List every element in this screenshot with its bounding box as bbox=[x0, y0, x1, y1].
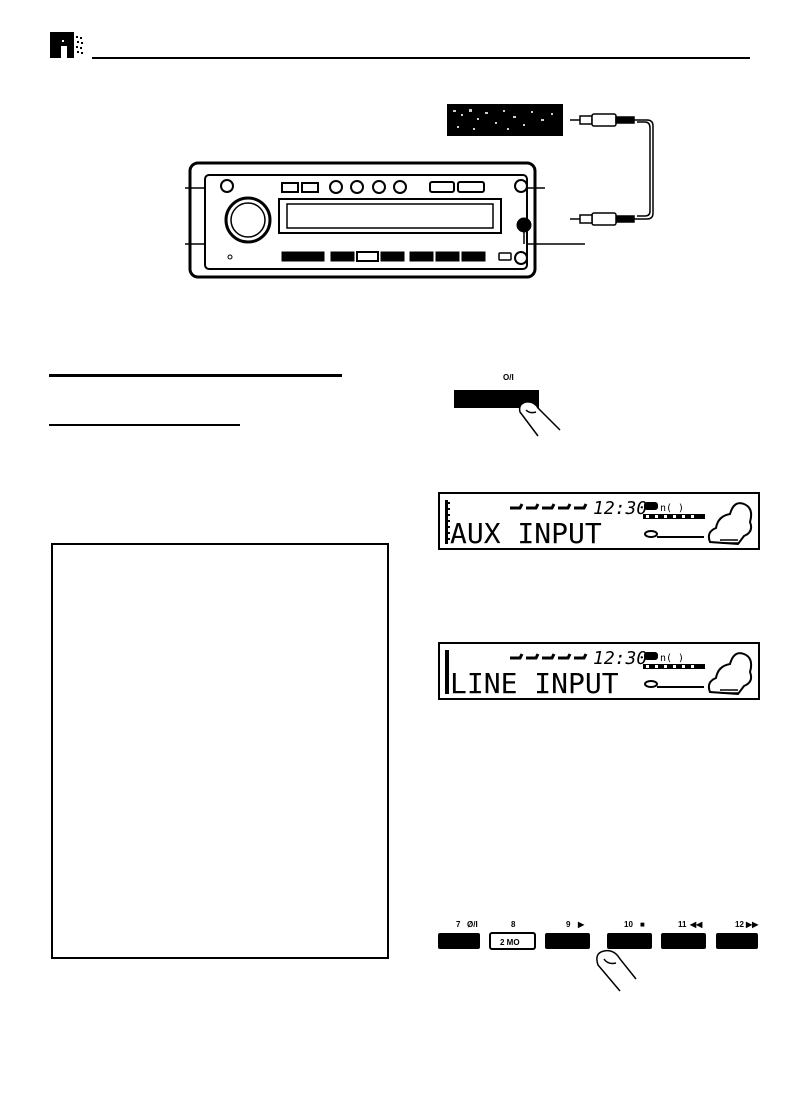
power-button-label: O/I bbox=[503, 373, 514, 382]
note-box bbox=[51, 543, 389, 959]
power-button-figure: O/I bbox=[454, 373, 561, 437]
display-line-input: 12:30 n( ) LINE INPUT bbox=[438, 642, 760, 700]
section-marker-icon bbox=[50, 32, 83, 58]
preset-buttons-figure: 7 Ø/I 8 2 MO 9 ▶ 10 ■ 11 ◀◀ 12 ▶▶ bbox=[438, 920, 759, 992]
svg-text:8: 8 bbox=[511, 920, 516, 929]
svg-text:11: 11 bbox=[678, 920, 687, 929]
display-text: LINE INPUT bbox=[450, 667, 619, 700]
cloud-graphic-icon bbox=[707, 652, 753, 696]
power-button[interactable] bbox=[454, 390, 539, 408]
svg-text:9: 9 bbox=[566, 920, 571, 929]
svg-text:◀◀: ◀◀ bbox=[689, 920, 703, 929]
car-stereo-head-unit-icon bbox=[185, 161, 585, 279]
svg-text:Ø/I: Ø/I bbox=[467, 920, 478, 929]
display-text: AUX INPUT bbox=[450, 517, 602, 550]
connection-diagram bbox=[185, 104, 654, 279]
tuner-dot-icon bbox=[644, 530, 658, 538]
svg-text:▶: ▶ bbox=[577, 920, 585, 929]
segment-indicators-icon bbox=[510, 503, 588, 510]
level-meter-icon bbox=[445, 650, 449, 694]
external-component-icon bbox=[447, 104, 563, 136]
preset-button-10[interactable]: 10 ■ bbox=[607, 920, 652, 949]
preset-button-11[interactable]: 11 ◀◀ bbox=[661, 920, 706, 949]
stereo-mini-plug-cable-icon bbox=[570, 113, 654, 226]
heading-rule bbox=[49, 374, 342, 377]
display-aux-input: 12:30 n( ) AUX INPUT bbox=[438, 492, 760, 550]
tuner-dot-icon bbox=[644, 680, 658, 688]
header-rule bbox=[92, 57, 750, 59]
svg-text:n( ): n( ) bbox=[660, 503, 684, 514]
svg-text:10: 10 bbox=[624, 920, 633, 929]
clock: 12:30 bbox=[593, 498, 647, 519]
band-indicator-icon bbox=[643, 514, 705, 519]
svg-text:▶▶: ▶▶ bbox=[745, 920, 759, 929]
clock: 12:30 bbox=[593, 648, 647, 669]
level-meter-icon bbox=[445, 500, 450, 544]
svg-text:7: 7 bbox=[456, 920, 461, 929]
svg-text:12: 12 bbox=[735, 920, 744, 929]
preset-button-8[interactable]: 8 2 MO bbox=[489, 920, 536, 950]
preset-button-7[interactable]: 7 Ø/I bbox=[438, 920, 480, 949]
preset-button-9[interactable]: 9 ▶ bbox=[545, 920, 590, 949]
finger-press-icon bbox=[596, 949, 637, 992]
svg-text:2 MO: 2 MO bbox=[500, 938, 520, 947]
segment-indicators-icon bbox=[510, 653, 588, 660]
preset-button-12[interactable]: 12 ▶▶ bbox=[716, 920, 759, 949]
battery-icon bbox=[644, 652, 658, 660]
subheading-rule bbox=[49, 424, 240, 426]
svg-text:■: ■ bbox=[640, 920, 645, 929]
svg-text:n( ): n( ) bbox=[660, 653, 684, 664]
cloud-graphic-icon bbox=[707, 502, 753, 546]
finger-press-icon bbox=[518, 401, 561, 437]
battery-icon bbox=[644, 502, 658, 510]
band-indicator-icon bbox=[643, 664, 705, 669]
